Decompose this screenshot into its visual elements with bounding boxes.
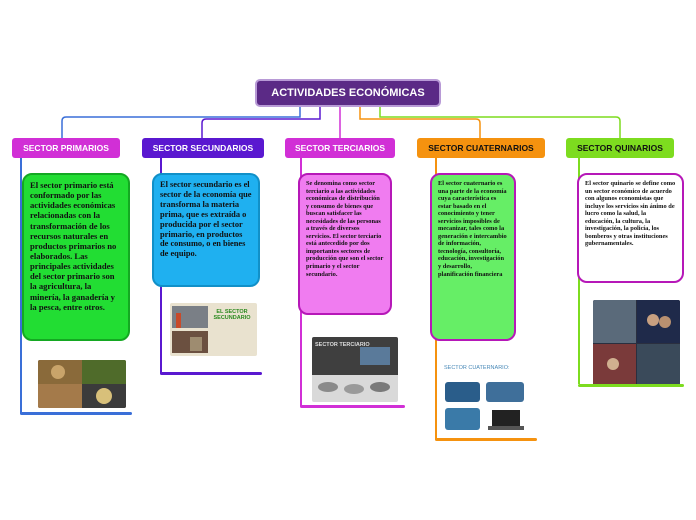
quaternary-sector-image: SECTOR CUATERNARIO: — [440, 362, 532, 436]
sector-secundarios-header[interactable]: SECTOR SECUNDARIOS — [142, 138, 264, 158]
sector-cuaternarios-description: El sector cuaternario es una parte de la… — [430, 173, 516, 341]
underline-primarios — [20, 412, 132, 415]
quaternary-image-caption: SECTOR CUATERNARIO: — [444, 365, 510, 371]
underline-terciarios — [300, 405, 405, 408]
underline-cuaternarios — [435, 438, 537, 441]
sector-primarios-header[interactable]: SECTOR PRIMARIOS — [12, 138, 120, 158]
sector-terciarios-header[interactable]: SECTOR TERCIARIOS — [285, 138, 395, 158]
underline-quinarios — [578, 384, 684, 387]
sector-quinarios-header[interactable]: SECTOR QUINARIOS — [566, 138, 674, 158]
tertiary-image-caption: SECTOR TERCIARIO — [315, 342, 370, 348]
branch-line-primarios — [20, 158, 22, 414]
quinary-sector-photo — [593, 300, 680, 386]
sector-quinarios-description: El sector quinario se define como un sec… — [577, 173, 684, 283]
tertiary-sector-image: SECTOR TERCIARIO — [312, 337, 398, 402]
sector-primarios-description: El sector primario está conformado por l… — [22, 173, 130, 341]
root-topic[interactable]: ACTIVIDADES ECONÓMICAS — [255, 79, 441, 107]
secondary-image-caption: EL SECTOR SECUNDARIO — [213, 309, 251, 321]
underline-secundarios — [160, 372, 262, 375]
secondary-sector-image: EL SECTOR SECUNDARIO — [170, 303, 257, 356]
sector-terciarios-description: Se denomina como sector terciario a las … — [298, 173, 392, 315]
sector-secundarios-description: El sector secundario es el sector de la … — [152, 173, 260, 287]
primary-sector-photo — [38, 360, 126, 408]
sector-cuaternarios-header[interactable]: SECTOR CUATERNARIOS — [417, 138, 545, 158]
